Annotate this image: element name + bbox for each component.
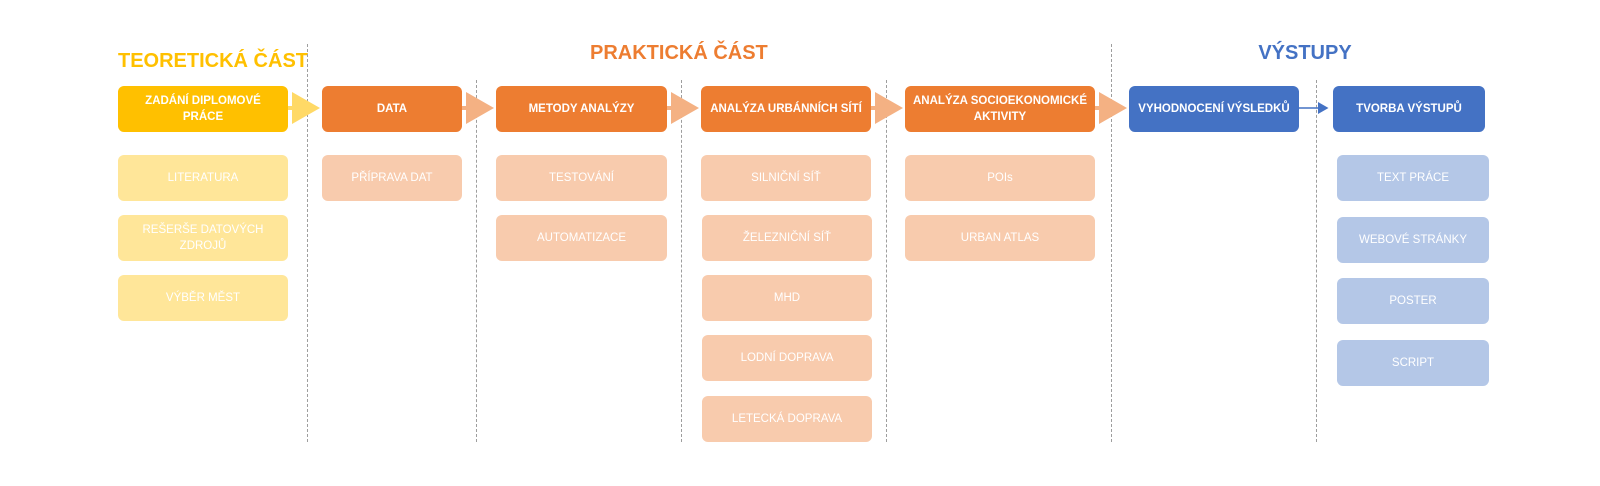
sub-box-pois: POIs (905, 155, 1095, 201)
sub-box-thesis-text: TEXT PRÁCE (1337, 155, 1489, 201)
divider-data-methods (476, 80, 477, 442)
sub-box-water-transport: LODNÍ DOPRAVA (702, 335, 872, 381)
divider-practice-outputs (1111, 44, 1112, 442)
divider-theory-practice (307, 44, 308, 442)
section-title-practice: PRAKTICKÁ ČÁST (590, 42, 768, 64)
sub-box-script: SCRIPT (1337, 340, 1489, 386)
sub-box-city-selection: VÝBĚR MĚST (118, 275, 288, 321)
main-box-data: DATA (322, 86, 462, 132)
divider-eval-outputs (1316, 80, 1317, 442)
section-title-outputs: VÝSTUPY (1258, 42, 1352, 64)
main-box-socioeconomic: ANALÝZA SOCIOEKONOMICKÉ AKTIVITY (905, 86, 1095, 132)
sub-box-road-network: SILNIČNÍ SÍŤ (701, 155, 871, 201)
main-box-methods: METODY ANALÝZY (496, 86, 667, 132)
divider-networks-socio (886, 80, 887, 442)
sub-box-testing: TESTOVÁNÍ (496, 155, 667, 201)
sub-box-data-sources: REŠERŠE DATOVÝCH ZDROJŮ (118, 215, 288, 261)
sub-box-rail-network: ŽELEZNIČNÍ SÍŤ (702, 215, 872, 261)
main-box-thesis-assignment: ZADÁNÍ DIPLOMOVÉ PRÁCE (118, 86, 288, 132)
sub-box-data-preparation: PŘÍPRAVA DAT (322, 155, 462, 201)
main-box-urban-networks: ANALÝZA URBÁNNÍCH SÍTÍ (701, 86, 871, 132)
sub-box-poster: POSTER (1337, 278, 1489, 324)
section-title-theory: TEORETICKÁ ČÁST (118, 50, 308, 72)
divider-methods-networks (681, 80, 682, 442)
main-box-outputs: TVORBA VÝSTUPŮ (1333, 86, 1485, 132)
sub-box-website: WEBOVÉ STRÁNKY (1337, 217, 1489, 263)
sub-box-air-transport: LETECKÁ DOPRAVA (702, 396, 872, 442)
sub-box-public-transport: MHD (702, 275, 872, 321)
main-box-evaluation: VYHODNOCENÍ VÝSLEDKŮ (1129, 86, 1299, 132)
sub-box-automation: AUTOMATIZACE (496, 215, 667, 261)
sub-box-literature: LITERATURA (118, 155, 288, 201)
sub-box-urban-atlas: URBAN ATLAS (905, 215, 1095, 261)
